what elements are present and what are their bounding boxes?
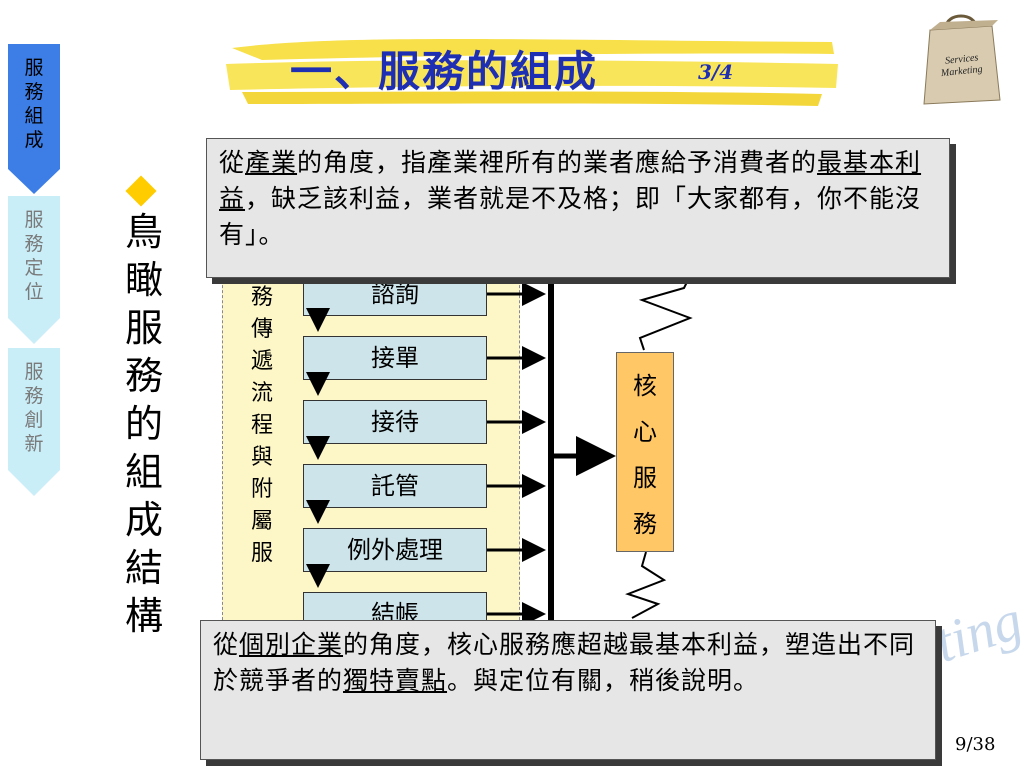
callout-bottom-underline-2: 獨特賣點 (343, 666, 448, 695)
nav-item-composition[interactable]: 服務組成 (8, 44, 60, 194)
nav-item-positioning[interactable]: 服務定位 (8, 196, 60, 344)
callout-firm-perspective: 從個別企業的角度，核心服務應超越最基本利益，塑造出不同於競爭者的獨特賣點。與定位… (200, 620, 936, 760)
callout-industry-perspective: 從產業的角度，指產業裡所有的業者應給予消費者的最基本利益，缺乏該利益，業者就是不… (206, 138, 950, 278)
page-number: 9/38 (955, 734, 996, 755)
side-heading: 鳥瞰服務的組成結構 (124, 210, 163, 638)
logo-text-line2: Marketing (939, 64, 983, 79)
title-brush-background (226, 39, 838, 106)
page-title: 一、服務的組成 (290, 47, 599, 96)
core-service-box: 核心服務 (616, 352, 674, 552)
nav-arrow-shape (8, 196, 60, 344)
callout-bottom-text-1: 從 (213, 630, 240, 659)
callout-top-text-2: 的角度，指產業裡所有的業者應給予消費者的 (297, 148, 818, 177)
process-step-reception: 接待 (303, 400, 487, 444)
nav-label: 服務組成 (24, 57, 44, 151)
step-to-bus-arrows (487, 282, 546, 626)
process-label: 務傳遞流程與附屬服 (251, 285, 274, 566)
nav-label: 服務創新 (24, 361, 44, 455)
nav-label: 服務定位 (24, 209, 44, 303)
callout-top-underline-2: 最基本利益 (219, 148, 922, 213)
logo-text-line1: Services (945, 52, 979, 66)
process-step-custody: 託管 (303, 464, 487, 508)
callout-bottom-text-2: 的角度，核心服務應超越最基本利益，塑造出不同於競爭者的 (213, 630, 916, 695)
callout-top-underline-1: 產業 (245, 148, 298, 177)
callout-bottom-text-3: 。與定位有關，稍後說明。 (447, 666, 760, 695)
nav-arrow-shape (8, 348, 60, 496)
nav-item-innovation[interactable]: 服務創新 (8, 348, 60, 496)
zigzag-bottom (625, 551, 667, 619)
callout-top-text-3: ，缺乏該利益，業者就是不及格；即「大家都有，你不能沒有」。 (219, 184, 922, 249)
process-step-order: 接單 (303, 336, 487, 380)
title-page-indicator: 3/4 (698, 60, 734, 84)
core-service-label: 核心服務 (633, 372, 657, 538)
services-marketing-bag-logo: Services Marketing (923, 14, 1001, 105)
callout-bottom-underline-1: 個別企業 (239, 630, 344, 659)
nav-arrow-shape (8, 44, 60, 194)
process-step-exception: 例外處理 (303, 528, 487, 572)
zigzag-top (638, 279, 693, 351)
callout-top-text-1: 從 (219, 148, 246, 177)
